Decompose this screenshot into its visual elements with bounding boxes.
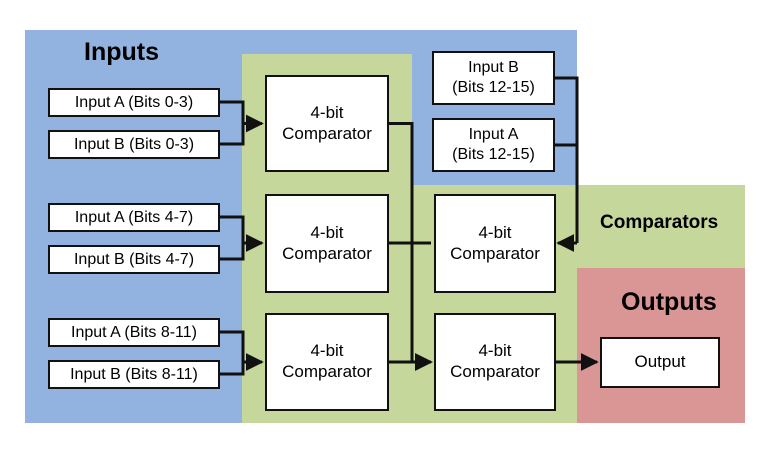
- outputs-region-title: Outputs: [621, 288, 717, 316]
- input-box-a-bits-12-15[interactable]: Input A (Bits 12-15): [432, 118, 555, 172]
- comparator-box-2[interactable]: 4-bit Comparator: [265, 194, 389, 293]
- inputs-region-title: Inputs: [84, 38, 159, 66]
- comparator-box-4[interactable]: 4-bit Comparator: [434, 194, 556, 293]
- input-box-a-bits-4-7[interactable]: Input A (Bits 4-7): [48, 203, 220, 232]
- comparator-box-1[interactable]: 4-bit Comparator: [265, 75, 389, 172]
- input-box-a-bits-0-3[interactable]: Input A (Bits 0-3): [48, 88, 220, 117]
- input-box-b-bits-0-3[interactable]: Input B (Bits 0-3): [48, 130, 220, 159]
- comparators-region-title: Comparators: [600, 212, 719, 233]
- output-box[interactable]: Output: [600, 337, 720, 388]
- comparator-box-5[interactable]: 4-bit Comparator: [434, 313, 556, 411]
- input-box-b-bits-4-7[interactable]: Input B (Bits 4-7): [48, 245, 220, 274]
- input-box-b-bits-8-11[interactable]: Input B (Bits 8-11): [48, 360, 220, 389]
- comparator-box-3[interactable]: 4-bit Comparator: [265, 313, 389, 411]
- input-box-a-bits-8-11[interactable]: Input A (Bits 8-11): [48, 318, 220, 347]
- input-box-b-bits-12-15[interactable]: Input B (Bits 12-15): [432, 51, 555, 105]
